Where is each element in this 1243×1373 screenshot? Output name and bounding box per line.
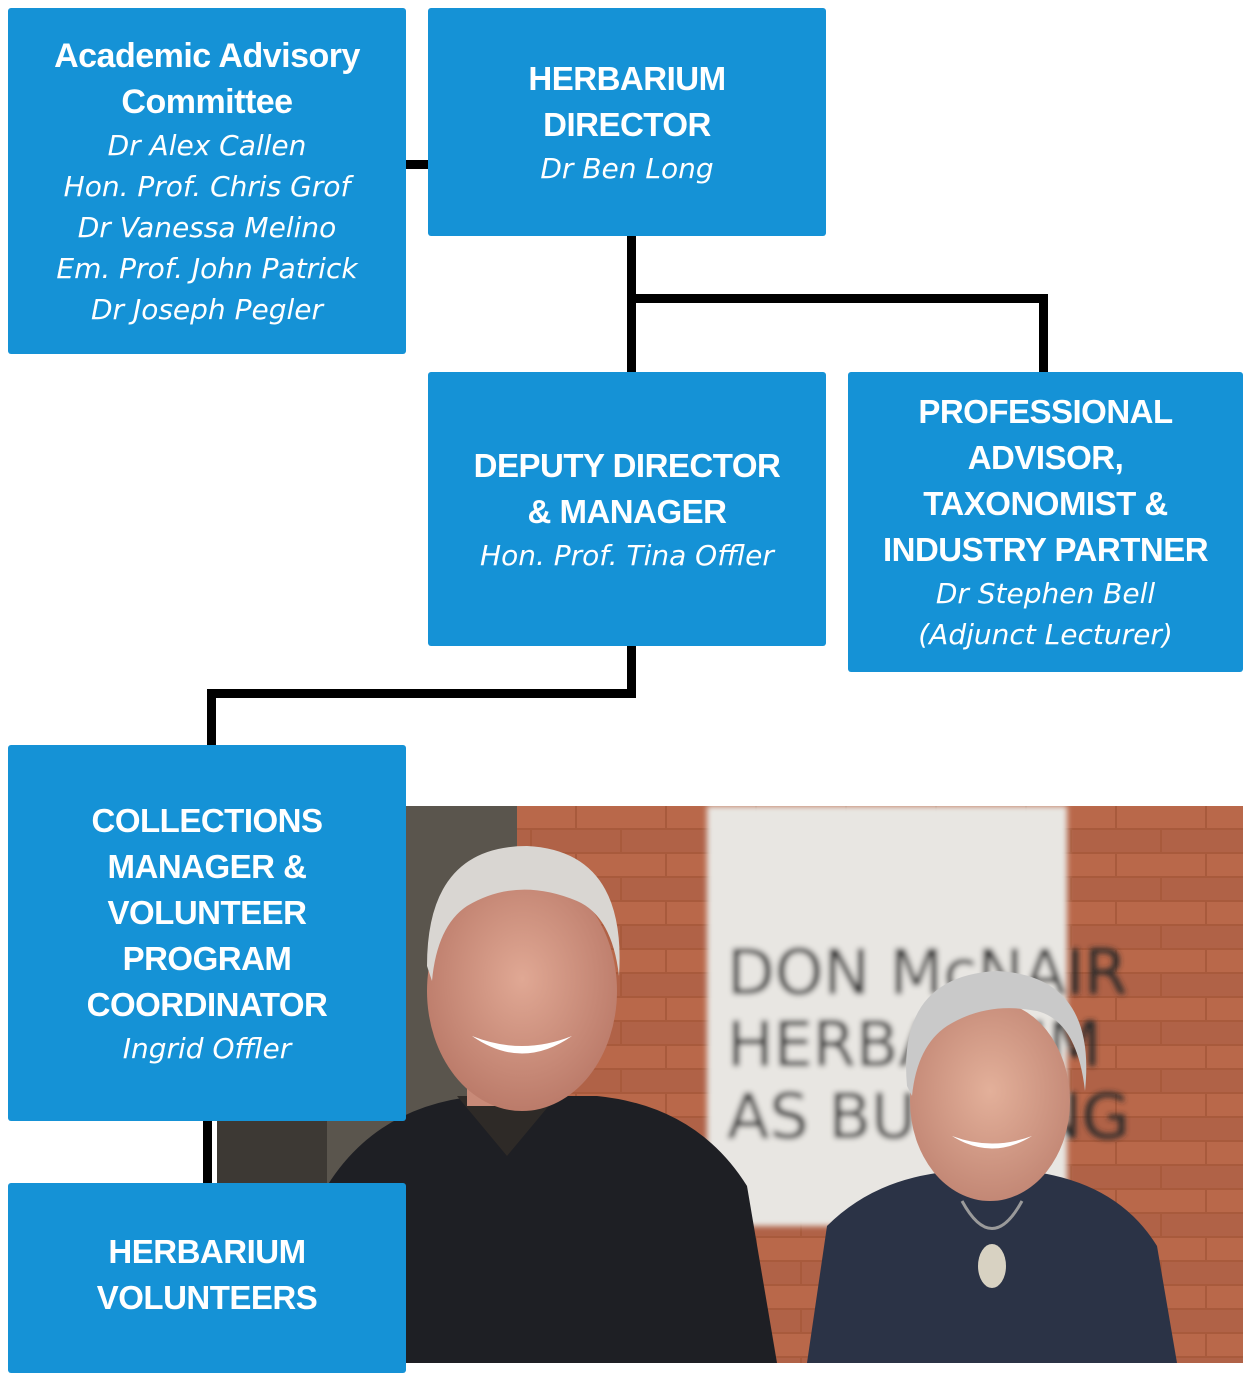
node-title: Academic Advisory Committee	[54, 36, 360, 121]
connector-collections-up	[207, 689, 216, 745]
connector-advisory-director	[404, 160, 430, 169]
node-collections-manager: COLLECTIONS MANAGER & VOLUNTEER PROGRAM …	[8, 745, 406, 1121]
node-title: HERBARIUM DIRECTOR	[528, 59, 726, 143]
connector-deputy-down	[627, 646, 636, 698]
connector-collections-volunteers	[203, 1121, 212, 1185]
node-title: HERBARIUM VOLUNTEERS	[96, 1233, 318, 1316]
person-woman	[807, 971, 1177, 1363]
sign-line-1: DON McNAIR	[727, 936, 1127, 1009]
node-title: PROFESSIONAL ADVISOR, TAXONOMIST & INDUS…	[882, 393, 1209, 568]
node-members: Hon. Prof. Tina Offler	[480, 538, 774, 572]
node-members: Dr Stephen Bell (Adjunct Lecturer)	[918, 577, 1173, 651]
node-members: Dr Ben Long	[540, 151, 714, 185]
node-professional-advisor: PROFESSIONAL ADVISOR, TAXONOMIST & INDUS…	[848, 372, 1243, 672]
node-title: COLLECTIONS MANAGER & VOLUNTEER PROGRAM …	[86, 801, 328, 1023]
person-man	[307, 846, 777, 1363]
node-herbarium-director: HERBARIUM DIRECTOR Dr Ben Long	[428, 8, 826, 236]
node-members: Ingrid Offler	[122, 1031, 292, 1065]
node-title: DEPUTY DIRECTOR & MANAGER	[473, 446, 781, 530]
connector-branch-professional	[1039, 294, 1048, 372]
connector-branch-horizontal	[627, 294, 1048, 303]
node-herbarium-volunteers: HERBARIUM VOLUNTEERS	[8, 1183, 406, 1373]
connector-deputy-horizontal	[207, 689, 636, 698]
node-deputy-director: DEPUTY DIRECTOR & MANAGER Hon. Prof. Tin…	[428, 372, 826, 646]
node-academic-advisory-committee: Academic Advisory Committee Dr Alex Call…	[8, 8, 406, 354]
connector-director-down	[627, 236, 636, 372]
node-members: Dr Alex Callen Hon. Prof. Chris Grof Dr …	[56, 128, 358, 326]
